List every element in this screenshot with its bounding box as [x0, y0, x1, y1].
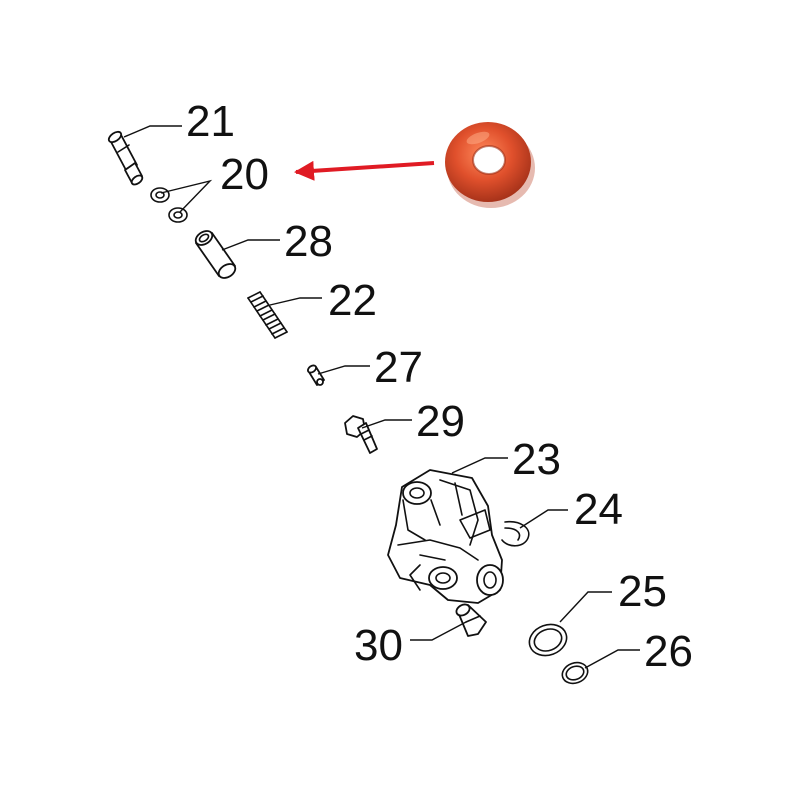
part-28-sleeve	[194, 230, 237, 279]
part-label-26: 26	[644, 627, 693, 676]
part-label-24: 24	[574, 485, 623, 534]
orange-o-ring-photo	[445, 122, 535, 208]
part-label-22: 22	[328, 276, 377, 325]
part-21-valve-pin	[107, 130, 144, 186]
part-label-29: 29	[416, 397, 465, 446]
part-26-small-o-ring	[561, 661, 589, 685]
part-27-small-pin	[307, 364, 325, 386]
part-label-23: 23	[512, 435, 561, 484]
part-29-nut-screw	[344, 415, 378, 454]
part-label-30: 30	[354, 621, 403, 670]
part-30-fitting	[455, 603, 487, 637]
part-24-clip	[501, 520, 530, 547]
part-label-25: 25	[618, 567, 667, 616]
part-20-o-rings	[150, 187, 188, 223]
part-label-27: 27	[374, 343, 423, 392]
part-23-valve-body	[387, 469, 504, 604]
part-label-20: 20	[220, 150, 269, 199]
part-label-21: 21	[186, 97, 235, 146]
part-22-spring	[247, 291, 288, 339]
highlight-arrow	[294, 160, 435, 181]
part-25-large-o-ring	[528, 623, 568, 657]
part-label-28: 28	[284, 217, 333, 266]
leader-lines	[123, 125, 640, 669]
